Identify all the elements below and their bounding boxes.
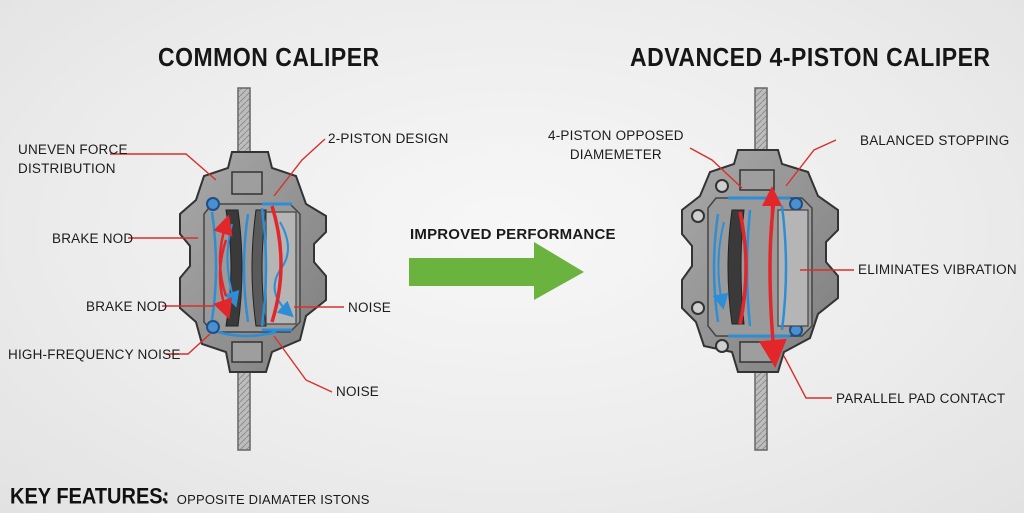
- label-brake-nod-top: BRAKE NOD: [52, 231, 134, 246]
- key-feature-item: OPPOSITE DIAMATER ISTONS: [162, 492, 370, 507]
- label-two-piston-design: 2-PISTON DESIGN: [328, 131, 449, 146]
- label-parallel-pad-contact: PARALLEL PAD CONTACT: [836, 391, 1006, 406]
- left-callout-lines: [110, 138, 344, 393]
- label-uneven-force: UNEVEN FORCE DISTRIBUTION: [18, 142, 128, 176]
- label-high-frequency-noise: HIGH-FREQUENCY NOISE: [8, 347, 181, 362]
- label-noise-lower: NOISE: [336, 384, 380, 399]
- label-four-piston-opposed: 4-PISTON OPPOSED DIAMEMETER: [548, 128, 684, 162]
- label-eliminates-vibration: ELIMINATES VIBRATION: [858, 262, 1017, 277]
- right-callout-lines: [689, 139, 854, 399]
- right-title: ADVANCED 4-PISTON CALIPER: [630, 42, 991, 72]
- label-brake-nod-bottom: BRAKE NOD: [86, 299, 168, 314]
- improved-performance-arrow: [409, 242, 584, 300]
- improved-performance-label: IMPROVED PERFORMANCE: [410, 226, 616, 243]
- key-features-title: KEY FEATURES:: [10, 484, 170, 510]
- label-noise-upper: NOISE: [348, 300, 392, 315]
- left-title: COMMON CALIPER: [158, 42, 380, 72]
- advanced-caliper: [681, 87, 839, 451]
- common-caliper: [179, 87, 327, 451]
- left-pad-outer: [251, 209, 267, 327]
- label-balanced-stopping: BALANCED STOPPING: [860, 133, 1010, 148]
